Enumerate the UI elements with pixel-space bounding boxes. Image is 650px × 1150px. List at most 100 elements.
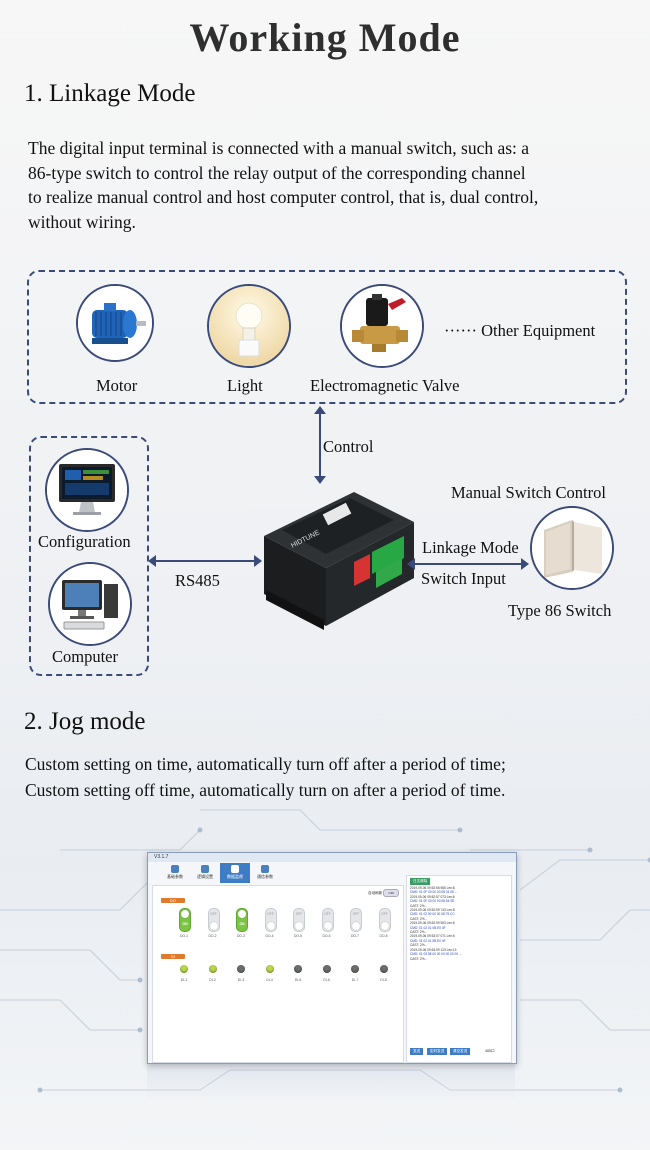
log-line: CMD: 01 02 00 00 00 08 79 CC <box>410 912 455 917</box>
relay-state: OFF <box>210 912 217 916</box>
input-channel-label: DI-3 <box>237 978 245 982</box>
input-led <box>265 965 274 973</box>
log-line: 2019-09-06 09:52:59 743 Len:8 <box>410 908 455 913</box>
log-line: CMD: 01 02 01 0B E0 4F <box>410 938 446 943</box>
input-led <box>322 965 331 973</box>
relay-switch[interactable]: OFF <box>207 908 220 932</box>
linkage-arrow <box>407 558 529 570</box>
relay-state: OFF <box>295 912 303 916</box>
relay-channel-label: DO-2 <box>208 934 217 938</box>
relay-switch[interactable]: OFF <box>350 908 362 932</box>
relay-switch[interactable]: OFF <box>293 908 305 932</box>
linkage-mode-label: Linkage Mode <box>422 538 519 557</box>
type86-switch-icon <box>530 506 614 590</box>
linkage-description-line: The digital input terminal is connected … <box>28 138 530 158</box>
log-line: 2019-09-06 09:53:07 071 Len:6 <box>410 934 455 939</box>
computer-icon <box>48 562 132 646</box>
do-group-label: DO <box>161 898 185 903</box>
auto-refresh-state: OFF <box>383 889 400 897</box>
relay-state: OFF <box>381 912 388 916</box>
log-line: CAST: 2%... <box>410 916 428 921</box>
input-channel-label: DI-6 <box>323 978 330 982</box>
relay-state: ON <box>182 922 188 926</box>
log-line: CAST: 2%... <box>410 943 428 948</box>
relay-switch[interactable]: ON <box>179 908 191 932</box>
input-channel-label: DI-8 <box>380 978 387 982</box>
input-channel-label: DI-5 <box>294 978 302 982</box>
tab-basic-params[interactable]: 基础参数 <box>160 863 190 883</box>
tab-data-monitor[interactable]: 数据监视 <box>220 863 250 883</box>
switch-knob <box>352 922 360 930</box>
input-channel-label: DI-2 <box>209 978 216 982</box>
rs485-arrow <box>148 555 262 567</box>
relay-channel-label: DO-6 <box>322 934 331 938</box>
light-bulb-icon <box>207 284 291 368</box>
send-button[interactable]: 发送 <box>410 1048 424 1055</box>
relay-switch[interactable]: OFF <box>378 908 391 932</box>
log-line: CAST: 2%... <box>410 956 428 961</box>
relay-channel-label: DO-1 <box>179 934 189 938</box>
page-title: Working Mode <box>189 15 461 60</box>
linkage-description: The digital input terminal is connected … <box>28 136 628 234</box>
relay-switch[interactable]: OFF <box>321 908 334 932</box>
clear-log-button[interactable]: 日志清除 <box>410 878 431 885</box>
input-led <box>180 965 188 973</box>
other-equipment-label: ······ Other Equipment <box>444 321 596 340</box>
section-heading-linkage: 1. Linkage Mode <box>24 80 196 107</box>
switch-knob <box>380 922 389 930</box>
logic-icon <box>201 865 209 873</box>
input-channel-label: DI-4 <box>266 978 273 982</box>
valve-icon <box>340 284 424 368</box>
log-line: 2019-09-06 09:52:57 073 Len:6 <box>410 894 455 899</box>
section-heading-jog: 2. Jog mode <box>24 708 146 735</box>
configuration-label: Configuration <box>38 532 131 551</box>
log-line: 2019-09-06 09:52:56 965 Len:8 <box>410 886 455 890</box>
timed-send-button[interactable]: 定时发送 <box>427 1048 448 1055</box>
tab-bar: 基础参数 逻辑设置 数据监视 通信参数 <box>152 863 416 883</box>
input-channel-label: DI-7 <box>351 978 359 982</box>
linkage-description-line: to realize manual control and host compu… <box>28 187 539 207</box>
relay-channel-label: DO-3 <box>236 934 246 938</box>
jog-description-line: Custom setting off time, automatically t… <box>25 780 506 800</box>
relay-channel-label: DO-7 <box>350 934 360 938</box>
log-line: CMD: 01 03 08 00 00 00 00 00 00 ... <box>410 952 462 957</box>
log-line: CMD: 01 02 01 0B E0 4F <box>410 925 446 930</box>
switch-knob <box>266 922 275 930</box>
jog-description: Custom setting on time, automatically tu… <box>25 751 635 803</box>
relay-switch[interactable]: ON <box>236 908 248 932</box>
linkage-description-line: without wiring. <box>28 211 136 232</box>
auto-refresh-toggle[interactable]: 自动刷新 OFF <box>368 889 400 897</box>
relay-channel-label: DO-4 <box>265 934 274 938</box>
params-icon <box>171 865 179 873</box>
auto-refresh-label: 自动刷新 <box>368 890 383 895</box>
clear-send-button[interactable]: 清空发送 <box>450 1048 471 1055</box>
motor-icon <box>76 284 154 362</box>
window-titlebar: V3.1.7 <box>148 853 516 862</box>
monitor-panel: 自动刷新 OFF DO ON DO-1 OFF DO-2 ON DO-3 OFF DO-4 OF… <box>152 885 404 1063</box>
input-channel-label: DI-1 <box>180 978 188 982</box>
relay-channel-label: DO-8 <box>379 934 388 938</box>
relay-switch[interactable]: OFF <box>264 908 277 932</box>
relay-state: OFF <box>267 912 274 916</box>
di-group-label: DI <box>161 954 185 959</box>
manual-switch-control-label: Manual Switch Control <box>451 483 606 502</box>
log-line: 2019-09-06 09:52:59 963 Len:6 <box>410 921 455 926</box>
rs485-label: RS485 <box>175 571 220 590</box>
configuration-monitor-icon <box>45 448 129 532</box>
linkage-description-line: 86-type switch to control the relay outp… <box>28 162 526 183</box>
switch-knob <box>209 922 218 930</box>
log-line: 2019-09-06 09:53:09 123 Len:13 <box>410 947 457 952</box>
input-led <box>237 965 245 973</box>
equipment-box <box>27 270 627 404</box>
relay-controller-device <box>264 492 414 630</box>
tab-logic-settings[interactable]: 逻辑设置 <box>190 863 220 883</box>
switch-input-label: Switch Input <box>421 569 506 588</box>
tab-comm-params[interactable]: 通信参数 <box>250 863 280 883</box>
host-devices-box <box>29 436 149 676</box>
relay-state: ON <box>239 922 245 926</box>
jog-description-line: Custom setting on time, automatically tu… <box>25 754 506 774</box>
software-window: V3.1.7 基础参数 逻辑设置 数据监视 通信参数 自动刷新 OFF DO O… <box>147 852 517 1064</box>
input-led <box>294 965 302 973</box>
type86-switch-label: Type 86 Switch <box>508 601 612 620</box>
